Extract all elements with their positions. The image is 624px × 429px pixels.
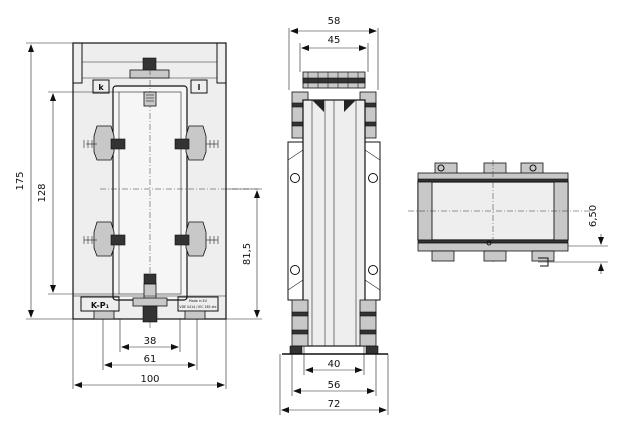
- side-clamp-br: [174, 221, 219, 257]
- side-clamp-left-bottom: [291, 299, 309, 347]
- dim-61: 61: [144, 354, 157, 365]
- dim-58: 58: [328, 16, 341, 27]
- dim-81-5: 81,5: [242, 243, 253, 265]
- dim-45: 45: [328, 35, 341, 46]
- top-view: 6,50: [408, 160, 608, 274]
- dim-6-50: 6,50: [588, 205, 599, 227]
- terminal-l-label: l: [198, 83, 201, 92]
- dim-100: 100: [140, 374, 159, 385]
- nameplate-line1: Made in EU: [189, 299, 208, 303]
- side-clamp-bl: [83, 221, 126, 257]
- terminal-l-box: [190, 79, 208, 94]
- front-view: k l: [15, 42, 262, 389]
- model-label: K-P₁: [91, 301, 110, 310]
- terminal-k-label: k: [98, 83, 104, 92]
- side-view: 58 45 40 56 72: [279, 16, 389, 415]
- dim-128: 128: [37, 183, 48, 202]
- dim-175: 175: [15, 171, 26, 190]
- side-clamp-right-bottom: [359, 299, 377, 347]
- dim-40: 40: [328, 359, 341, 370]
- nameplate-line2: VDE 0414 / IEC 185 etc: [179, 305, 216, 309]
- dim-72: 72: [328, 399, 341, 410]
- bottom-terminal-screw: [142, 305, 158, 323]
- dim-38: 38: [144, 336, 157, 347]
- terminal-k-box: [92, 79, 110, 94]
- side-clamp-tr: [174, 125, 219, 161]
- side-clamp-tl: [83, 125, 126, 161]
- dim-56: 56: [328, 380, 341, 391]
- clamp-screw-top: [143, 91, 157, 107]
